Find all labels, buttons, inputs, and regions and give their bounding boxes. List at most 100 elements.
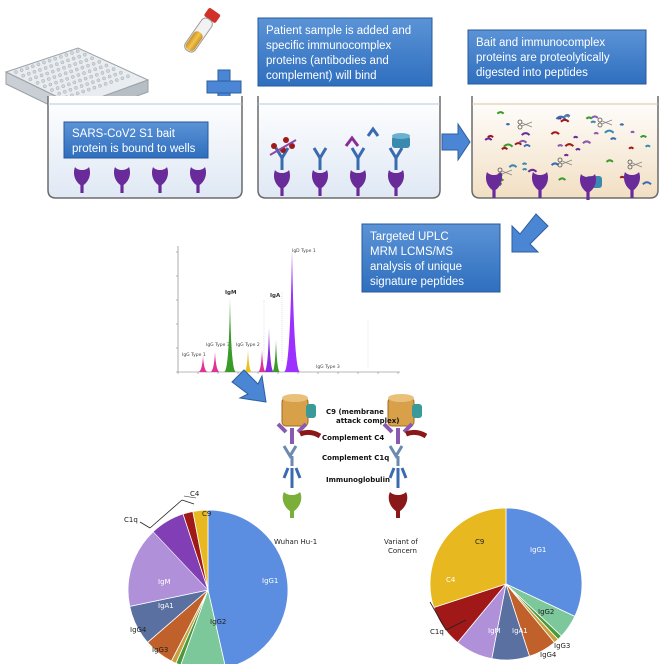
peptide-fragment [518,139,528,144]
plate-well [98,84,102,88]
plate-well [100,71,105,75]
plate-well [106,69,110,73]
plate-well [30,64,35,69]
peptide-fragment [644,144,651,148]
plate-well [14,70,18,74]
peptide-fragment [590,120,597,124]
scissors-icon [627,159,643,170]
pie-label-iga1: IgA1 [158,602,174,610]
peptide-fragment [630,130,635,134]
plate-well [79,60,83,64]
peptide-fragment [523,144,531,148]
chromatogram-peak: IgG Type 1 [182,352,208,372]
chromatogram-peak: IgG Type 3 [316,364,340,370]
plate-well [82,71,86,75]
plate-well [66,58,70,63]
step4-caption-box: Targeted UPLC MRM LCMS/MS analysis of un… [361,223,501,293]
peak-label: IgM [225,290,236,296]
plate-well [70,51,74,55]
plate-well [63,71,68,76]
legend-c9: C9 (membrane [326,408,384,416]
plate-well [90,56,94,61]
c1q-bracket [139,499,183,529]
plate-well [55,86,60,90]
plate-well [104,63,109,68]
plate-well [68,88,73,92]
plate-well [111,67,116,71]
step4-caption-line: MRM LCMS/MS [370,246,453,258]
wuhan-label: Wuhan Hu-1 [274,538,317,546]
pie-label-igm: IgM [158,578,171,586]
peptide-fragment [642,181,652,186]
chromatogram-peak: IgG Type 2 [236,342,260,372]
plate-well [120,76,125,80]
arrow-step3-to-step4 [511,213,549,253]
plate-well [83,76,88,81]
microplate-illustration [4,47,150,119]
legend-c1q: Complement C1q [322,454,389,462]
step3-caption-box: Bait and immunocomplex proteins are prot… [467,29,647,85]
plate-well [80,65,85,70]
plate-well [99,65,103,70]
plate-well [109,80,113,84]
variant-label: Variant of [384,538,418,546]
pie-label-c9: C9 [475,538,484,546]
plate-well [54,80,58,85]
pie-label-igg3: IgG3 [152,646,168,654]
peptide-fragment [560,118,570,123]
peptide-fragment [484,137,493,141]
chromatogram-peak: IgG Type 3 [206,342,230,372]
plate-well [34,75,38,80]
pie-slice-c9 [192,509,209,591]
c1q-bracket [429,601,467,631]
plate-well [43,84,47,89]
plate-well [73,62,77,66]
step4-caption-line: signature peptides [370,276,464,288]
plate-well [75,67,79,72]
peptide-fragment [521,162,528,166]
plate-well [35,81,40,85]
plate-well [87,69,92,73]
plate-well [52,75,57,79]
plate-well [49,64,54,68]
scissors-icon [557,157,573,168]
plate-well [47,58,52,63]
plate-well [47,77,51,81]
well-2 [257,96,441,199]
peptide-fragment [575,147,581,151]
pie-label-iga1: IgA1 [512,627,528,635]
plate-well [96,78,101,83]
peptide-fragment [619,175,625,179]
plate-well [19,68,24,72]
step1-caption-line: protein is bound to wells [72,143,196,155]
plate-well [75,49,80,53]
peptide-fragment [563,114,570,118]
pie-label-c4: C4 [446,576,456,584]
plate-well [126,74,130,79]
peptide-fragment [558,177,567,181]
chromatogram-peak: IgD Type 1 [284,248,316,372]
c1q-complex-icon [269,137,297,156]
plate-well [71,56,76,61]
c1q-brackets [139,495,467,631]
plus-sign [206,69,242,105]
peptide-fragments [484,111,652,200]
peak-label: IgG Type 2 [236,342,260,348]
plate-well [56,67,61,72]
chromatogram: IgG Type 1 IgG Type 3 IgM IgG Type 2 IgA… [176,246,400,374]
peptide-fragment [505,123,511,126]
pie-label-c9: C9 [202,510,211,518]
pie-label-igm: IgM [488,627,501,635]
pie-label-igg2: IgG2 [538,608,554,616]
legend-c4: Complement C4 [322,434,384,442]
peptide-fragment [639,134,647,139]
plate-well [28,77,33,81]
peptide-fragment [557,144,564,148]
peptide-fragment [521,132,531,136]
plate-well [91,80,95,84]
plate-well [74,86,78,90]
plate-well [21,73,26,78]
step2-caption-line: Patient sample is added and [266,25,411,37]
